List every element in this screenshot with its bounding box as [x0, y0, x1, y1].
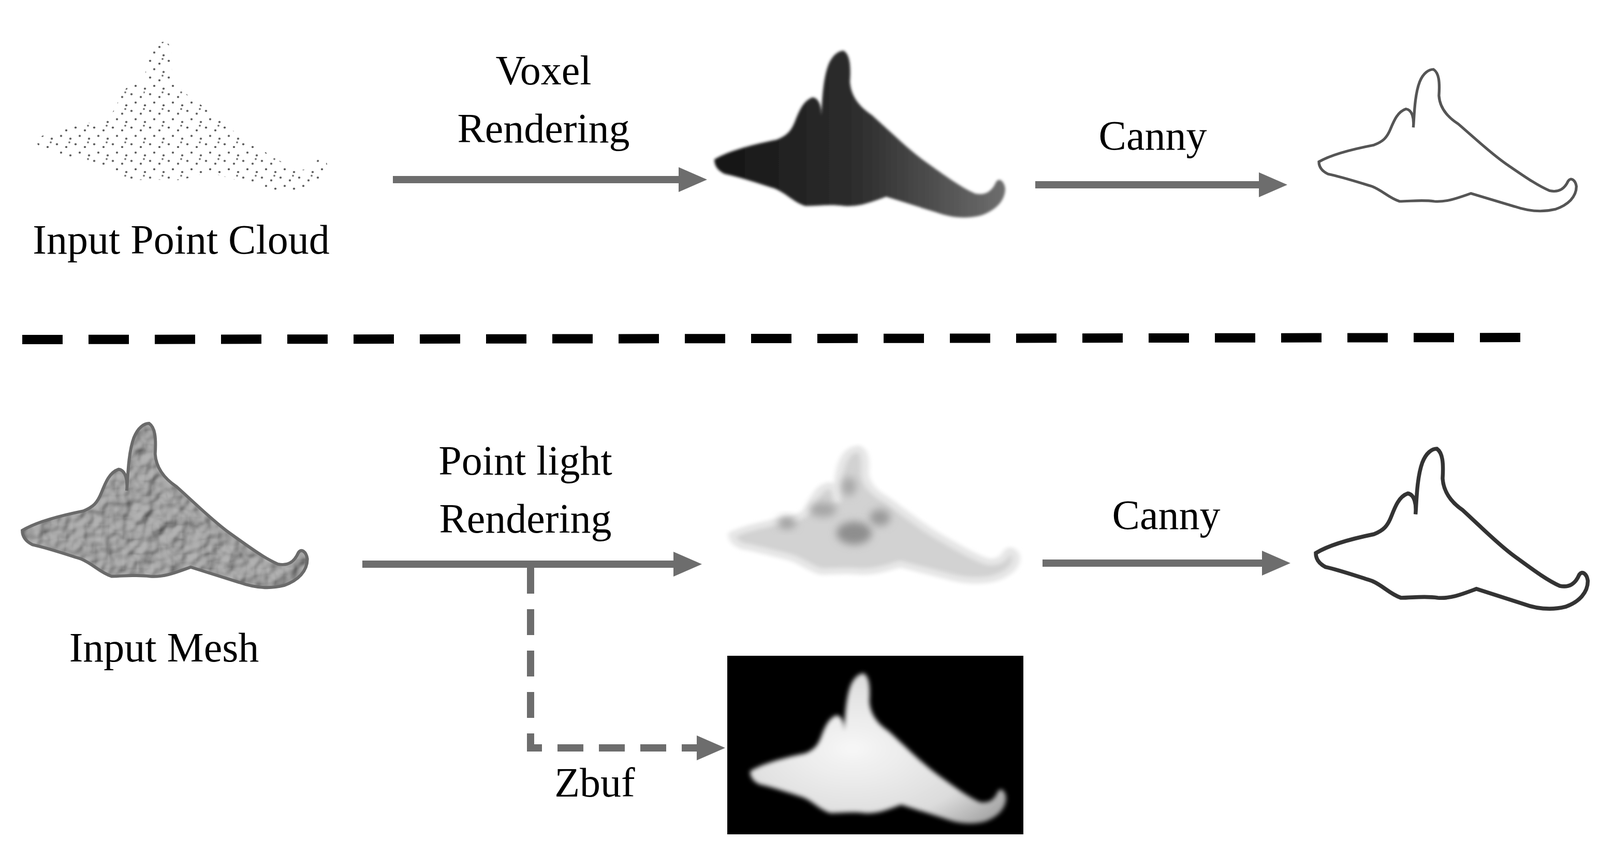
contour-image	[1318, 69, 1577, 212]
contour-image	[1315, 448, 1588, 609]
image-node	[727, 655, 1024, 835]
arrow-head	[696, 735, 726, 761]
arrow-label: Point light Rendering	[406, 431, 645, 548]
flow-arrow	[362, 564, 726, 761]
image-node	[732, 448, 1016, 584]
flow-arrow	[1042, 550, 1291, 576]
image-node	[1318, 69, 1577, 215]
depth-render-image	[714, 50, 1006, 218]
image-caption: Input Mesh	[69, 622, 260, 673]
arrow-head	[678, 167, 708, 193]
image-caption: Input Point Cloud	[32, 214, 330, 265]
arrow-head	[673, 551, 702, 577]
arrow-label: Canny	[1112, 486, 1221, 545]
separator-line	[22, 337, 1546, 340]
arrow-head	[1261, 550, 1291, 576]
image-node: Input Point Cloud	[36, 41, 327, 195]
image-node	[1315, 448, 1587, 613]
zbuffer-image	[727, 655, 1024, 835]
image-node	[714, 50, 1006, 223]
flow-arrow	[392, 167, 708, 193]
light-render-image	[732, 448, 1017, 581]
point-cloud-image	[36, 41, 328, 191]
arrow-head	[1258, 172, 1288, 198]
arrow-label: Zbuf	[554, 753, 636, 812]
image-node: Input Mesh	[22, 423, 306, 592]
arrow-label: Voxel Rendering	[429, 41, 658, 158]
flow-arrow	[1035, 172, 1288, 198]
arrow-label: Canny	[1098, 106, 1208, 165]
mesh-image	[22, 423, 308, 588]
